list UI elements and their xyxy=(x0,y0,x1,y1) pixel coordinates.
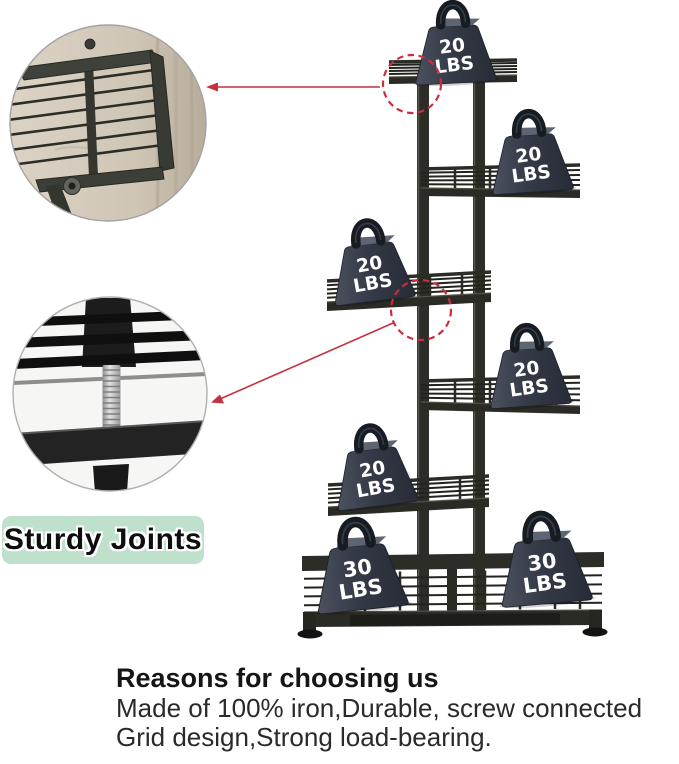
grid-center-strip xyxy=(84,63,98,177)
red-arrow-top-icon xyxy=(206,82,380,92)
stand-rails xyxy=(417,75,485,618)
annotations xyxy=(206,53,453,404)
footer-line-1: Made of 100% iron,Durable, screw connect… xyxy=(116,693,643,723)
weight-30lbs-base-right: 30 LBS xyxy=(499,510,596,609)
weight-label-top: 20 xyxy=(358,457,387,482)
weight-20lbs-tier5: 20 LBS xyxy=(335,423,422,512)
screw-head-icon xyxy=(84,38,96,50)
vertical-post-bottom xyxy=(93,464,129,491)
footer-text-block: Reasons for choosing us Made of 100% iro… xyxy=(116,663,676,752)
footer-heading: Reasons for choosing us xyxy=(116,663,439,693)
frame-bottom-bar xyxy=(13,421,207,466)
sturdy-joints-label: Sturdy Joints xyxy=(3,523,203,556)
base-leg-right xyxy=(589,610,602,630)
red-arrow-bottom-icon xyxy=(211,322,394,404)
weight-label-top: 20 xyxy=(355,252,384,277)
screw-socket-hole xyxy=(68,182,76,190)
weight-label-top: 30 xyxy=(526,548,558,576)
frame-right-bar xyxy=(149,50,175,172)
shelf-front-rail xyxy=(327,293,491,311)
callout-joint-closeup-bottom xyxy=(12,296,208,492)
callout-top-border xyxy=(9,24,207,222)
dashed-highlight-circle-bottom-icon xyxy=(389,278,453,342)
weight-label-top: 20 xyxy=(438,35,466,59)
weight-label-top: 20 xyxy=(512,358,540,382)
weight-label-bottom: LBS xyxy=(434,53,475,79)
frame-highlight xyxy=(13,420,207,435)
footer-line-2: Grid design,Strong load-bearing. xyxy=(116,722,492,752)
sturdy-joints-badge: Sturdy Joints xyxy=(2,516,204,564)
dashed-highlight-circle-top-icon xyxy=(381,53,443,115)
base-center-divider xyxy=(447,568,457,613)
weight-label-top: 30 xyxy=(341,554,373,582)
weight-20lbs-tier1: 20 LBS xyxy=(413,0,500,87)
base-leg-left xyxy=(303,612,316,632)
weight-20lbs-tier4: 20 LBS xyxy=(488,323,575,410)
grid-wires xyxy=(10,68,164,167)
shelf-front-rail xyxy=(328,498,489,516)
adjustable-foot-left xyxy=(297,629,323,639)
weight-20lbs-tier2: 20 LBS xyxy=(490,109,577,196)
weight-20lbs-tier3: 20 LBS xyxy=(332,218,419,307)
callout-bottom-border xyxy=(12,296,208,492)
callout-joint-closeup-top xyxy=(9,24,207,222)
threaded-screw-icon xyxy=(102,365,121,429)
base-front-highlight xyxy=(303,609,603,613)
weight-30lbs-base-left: 30 LBS xyxy=(315,516,412,615)
weight-label-top: 20 xyxy=(514,144,542,168)
weights: 20 LBS 20 LBS 20 LBS 20 xyxy=(315,0,596,615)
adjustable-foot-right xyxy=(582,627,608,637)
base-stretcher-bar xyxy=(350,613,560,626)
